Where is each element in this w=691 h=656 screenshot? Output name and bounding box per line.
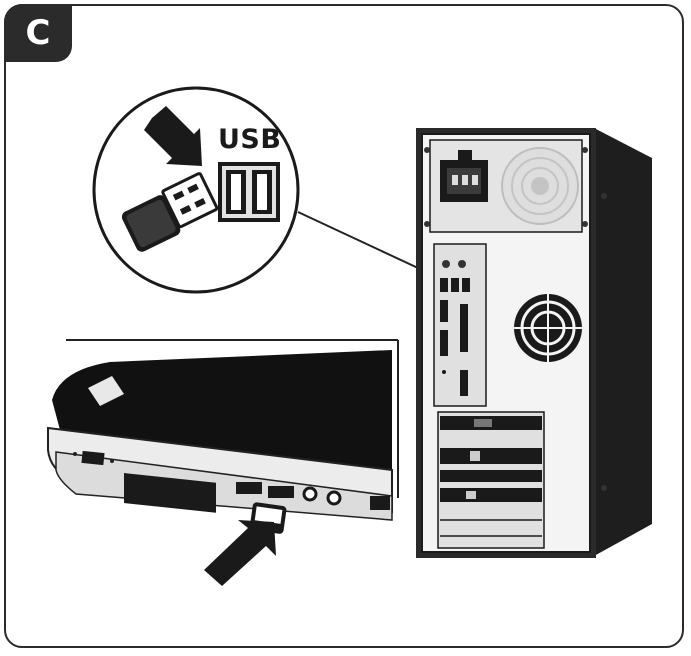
psu-fan <box>501 147 579 225</box>
step-badge: C <box>4 4 72 62</box>
zoom-callout <box>92 86 300 294</box>
arrow-up-right-icon <box>204 520 276 586</box>
arrow-down-right-icon <box>144 106 202 166</box>
power-socket-icon <box>440 150 488 202</box>
usb-port-icon <box>218 162 280 222</box>
illustration-frame <box>4 4 684 648</box>
usb-port-label: USB <box>218 124 282 155</box>
usb-receiver-icon <box>121 172 219 252</box>
desktop-tower <box>416 128 652 558</box>
fan-icon <box>514 294 582 362</box>
laptop-vent <box>124 473 216 513</box>
laptop <box>47 339 399 586</box>
